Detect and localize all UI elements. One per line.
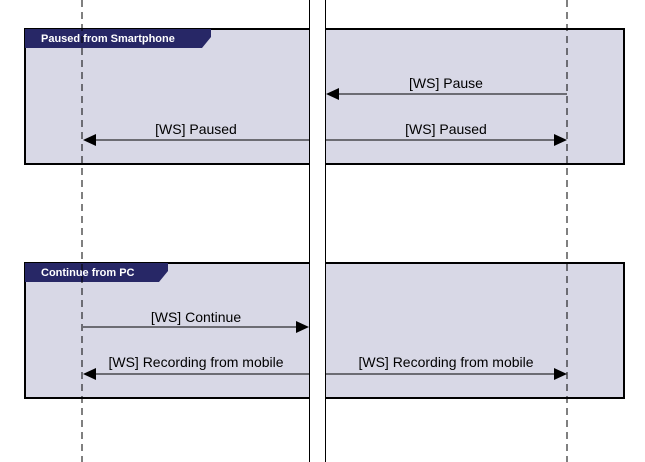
- fragment-title-2: Continue from PC: [41, 267, 135, 279]
- activation-bar-server: [309, 0, 325, 462]
- message-label-continue: [WS] Continue: [151, 309, 241, 325]
- arrowhead-left-icon: [326, 88, 339, 100]
- message-label-pause: [WS] Pause: [409, 75, 483, 91]
- message-label-paused-to-pc: [WS] Paused: [155, 121, 237, 137]
- message-label-recording-to-smartphone: [WS] Recording from mobile: [358, 354, 533, 370]
- arrowhead-left-icon: [83, 134, 96, 146]
- fragment-header-1: [25, 29, 211, 48]
- arrowhead-right-icon: [554, 368, 567, 380]
- arrowhead-left-icon: [83, 368, 96, 380]
- fragment-header-2: [25, 263, 168, 282]
- fragment-title-1: Paused from Smartphone: [41, 33, 175, 45]
- message-label-recording-to-pc: [WS] Recording from mobile: [108, 354, 283, 370]
- arrowhead-right-icon: [296, 321, 309, 333]
- arrowhead-right-icon: [554, 134, 567, 146]
- message-label-paused-to-smartphone: [WS] Paused: [405, 121, 487, 137]
